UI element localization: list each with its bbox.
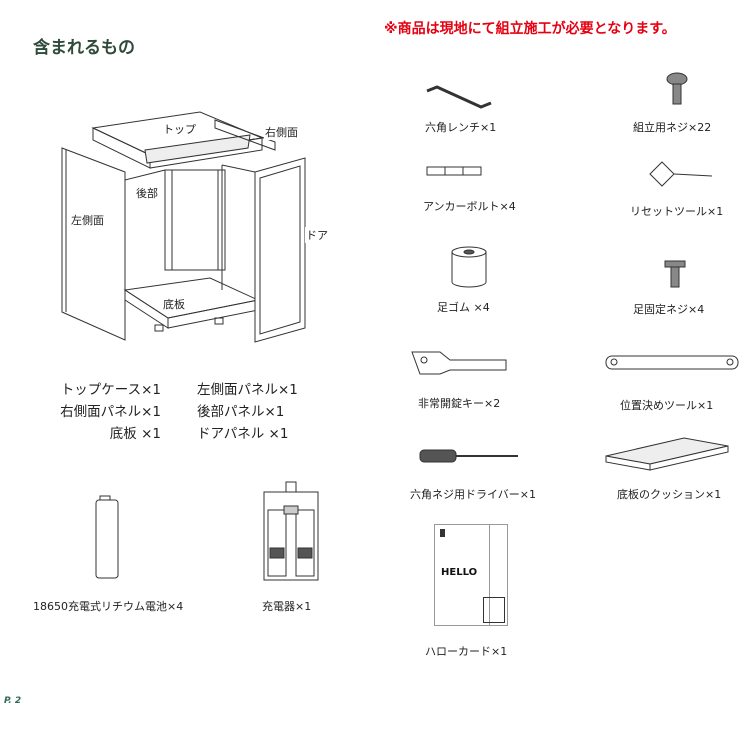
screws-label: 組立用ネジ×22 bbox=[633, 121, 712, 134]
right-side-panel-drawing bbox=[214, 119, 276, 151]
section-title: 含まれるもの bbox=[33, 38, 135, 58]
cushion-label: 底板のクッション×1 bbox=[617, 488, 722, 501]
anchor-bolt-label: アンカーボルト×4 bbox=[423, 200, 516, 213]
panel-item: 後部パネル×1 bbox=[197, 404, 285, 420]
rubber-foot-icon bbox=[451, 246, 487, 288]
foot-screw-icon bbox=[664, 260, 686, 288]
panel-item: 右側面パネル×1 bbox=[60, 404, 161, 420]
hex-wrench-label: 六角レンチ×1 bbox=[425, 121, 497, 134]
back-panel-drawing bbox=[124, 169, 226, 271]
card-logo bbox=[440, 529, 445, 537]
charger-label: 充電器×1 bbox=[262, 600, 312, 613]
panel-item: ドアパネル ×1 bbox=[197, 426, 289, 442]
label-bottom: 底板 bbox=[162, 296, 186, 312]
rubber-feet-label: 足ゴム ×4 bbox=[437, 301, 490, 314]
bottom-plate-drawing bbox=[123, 277, 260, 332]
page-number: P. 2 bbox=[4, 696, 22, 706]
screw-icon bbox=[666, 72, 688, 105]
screwdriver-label: 六角ネジ用ドライバー×1 bbox=[410, 488, 536, 501]
positioning-tool-icon bbox=[605, 355, 739, 370]
label-right-side: 右側面 bbox=[264, 124, 299, 140]
foot-screws-label: 足固定ネジ×4 bbox=[633, 303, 705, 316]
hello-card-label: ハローカード×1 bbox=[425, 645, 508, 658]
panel-list-right: 左側面パネル×1 後部パネル×1 ドアパネル ×1 bbox=[197, 379, 298, 445]
battery-label: 18650充電式リチウム電池×4 bbox=[33, 600, 184, 613]
emergency-key-icon bbox=[411, 351, 507, 375]
label-left-side: 左側面 bbox=[70, 212, 105, 228]
card-hello-text: HELLO bbox=[441, 567, 478, 578]
door-panel-drawing bbox=[221, 157, 306, 343]
reset-tool-label: リセットツール×1 bbox=[630, 205, 724, 218]
hello-card-icon: HELLO bbox=[434, 524, 508, 626]
card-divider bbox=[489, 525, 490, 625]
hex-wrench-icon bbox=[426, 85, 492, 109]
panel-item: 左側面パネル×1 bbox=[197, 382, 298, 398]
positioning-tool-label: 位置決めツール×1 bbox=[620, 399, 714, 412]
assembly-notice: ※商品は現地にて組立施工が必要となります。 bbox=[384, 21, 676, 37]
charger-icon bbox=[263, 481, 319, 581]
reset-tool-icon bbox=[649, 161, 713, 187]
bottom-cushion-icon bbox=[605, 437, 729, 471]
label-back: 後部 bbox=[135, 185, 159, 201]
label-top: トップ bbox=[162, 121, 197, 137]
anchor-bolt-icon bbox=[426, 166, 482, 176]
label-door: ドア bbox=[305, 227, 329, 243]
emergency-key-label: 非常開錠キー×2 bbox=[418, 397, 501, 410]
panel-item: トップケース×1 bbox=[60, 382, 161, 398]
card-cabinet-drawing bbox=[483, 597, 505, 623]
panel-item: 底板 ×1 bbox=[109, 426, 161, 442]
screwdriver-icon bbox=[419, 449, 518, 463]
panel-list-left: トップケース×1 右側面パネル×1 底板 ×1 bbox=[60, 379, 161, 445]
left-side-panel-drawing bbox=[61, 147, 126, 341]
battery-icon bbox=[95, 495, 119, 579]
